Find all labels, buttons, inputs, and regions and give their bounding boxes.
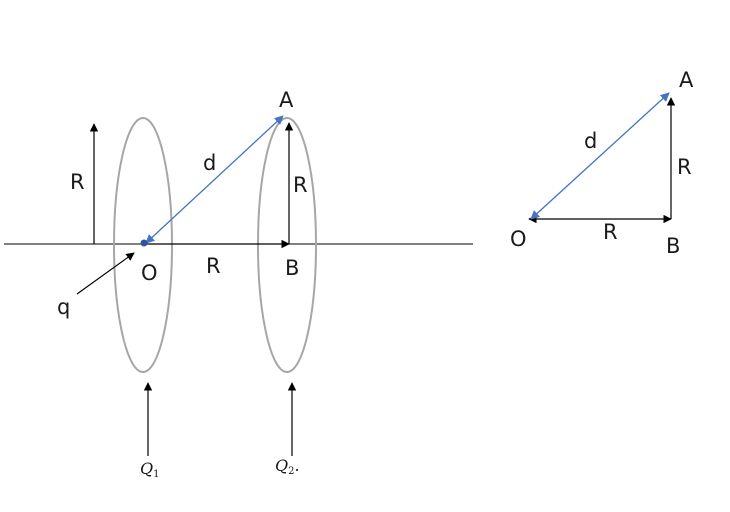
left-figure: A d R R O R B q Q1 Q2. [4,88,473,480]
label-R-axis: R [206,254,221,278]
triangle-label-R-vertical: R [677,155,692,179]
label-A: A [279,88,294,112]
label-R-inner: R [293,173,308,197]
label-B: B [285,256,299,280]
label-O: O [141,261,158,285]
ring-q2 [257,117,317,373]
q-pointer-arrow [76,252,135,295]
triangle-label-R-horizontal: R [603,220,618,244]
triangle-label-d: d [584,129,597,153]
right-triangle-figure: A d R R O B [510,68,694,258]
distance-arrow-OA [145,115,284,244]
triangle-label-O: O [510,227,527,251]
label-Q2: Q2. [275,456,300,477]
point-charge-q [140,239,148,247]
triangle-side-OA [530,92,670,220]
label-q: q [57,295,70,319]
label-R-tall: R [70,170,85,194]
triangle-label-B: B [666,234,680,258]
label-d: d [203,151,216,175]
label-Q1: Q1 [140,459,160,480]
ring-q1 [113,117,173,373]
triangle-label-A: A [679,68,694,92]
